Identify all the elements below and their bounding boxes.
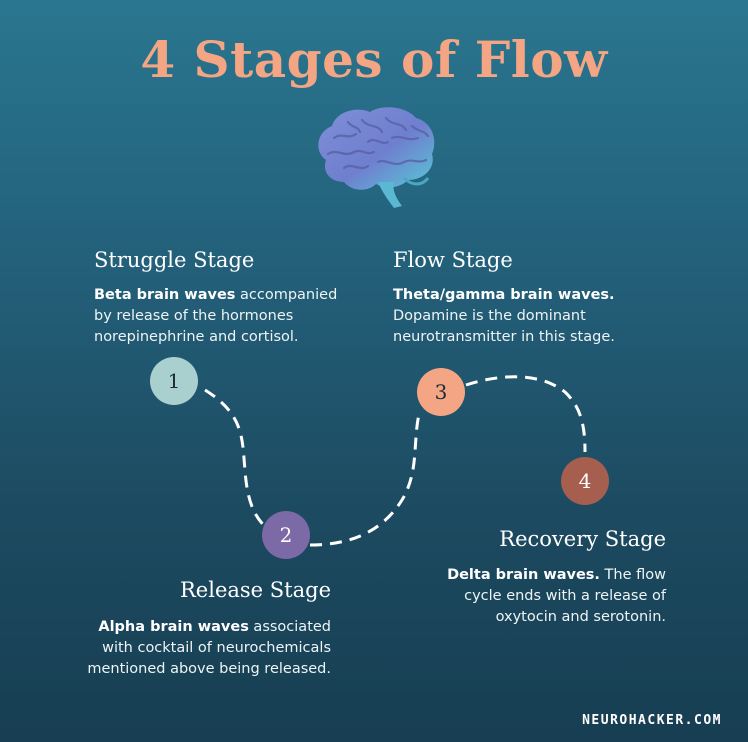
stage-4-description: Delta brain waves. The flow cycle ends w… <box>420 565 666 628</box>
stage-4-node: 4 <box>561 457 609 505</box>
stage-1-node: 1 <box>150 357 198 405</box>
page-title: 4 Stages of Flow <box>0 30 748 89</box>
stage-3-node: 3 <box>417 368 465 416</box>
brain-icon <box>308 102 440 212</box>
site-credit: NEUROHACKER.COM <box>582 713 722 728</box>
stage-1-title: Struggle Stage <box>94 248 254 272</box>
stage-2-node: 2 <box>262 511 310 559</box>
stage-2-title: Release Stage <box>130 578 331 602</box>
stage-4-title: Recovery Stage <box>440 527 666 551</box>
stage-3-title: Flow Stage <box>393 248 513 272</box>
stage-1-description: Beta brain waves accompanied by release … <box>94 285 354 348</box>
stage-3-description: Theta/gamma brain waves. Dopamine is the… <box>393 285 673 348</box>
stage-2-description: Alpha brain waves associated with cockta… <box>60 617 331 680</box>
